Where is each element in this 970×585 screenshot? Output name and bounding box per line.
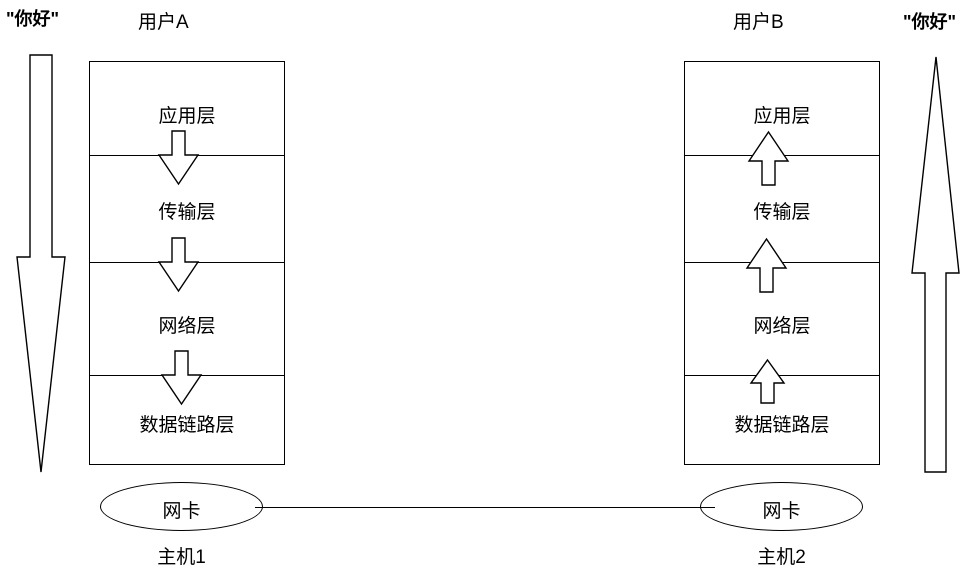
stack-right-layer-transport: 传输层 [753,202,811,223]
nic-label-right: 网卡 [762,501,801,522]
stack-left-layer-datalink: 数据链路层 [139,415,235,436]
nic-label-left: 网卡 [162,501,201,522]
user-b-label: 用户B [733,12,784,33]
message-down-arrow-left [16,54,66,473]
stack-left-layer-application: 应用层 [158,106,216,127]
protocol-stack-left [89,61,285,465]
stack-left-arrow-app-to-transport [157,130,200,186]
stack-left-arrow-transport-to-network [157,237,200,293]
stack-left-arrow-network-to-datalink [160,350,203,406]
stack-right-divider-3 [684,375,880,376]
stack-right-arrow-network-to-transport [745,237,788,293]
protocol-stack-right [684,61,880,465]
host-2-label: 主机2 [757,547,806,568]
user-a-label: 用户A [138,12,189,33]
host-1-label: 主机1 [157,547,206,568]
network-link-line [255,507,715,508]
message-label-left: "你好" [6,9,60,29]
stack-left-layer-transport: 传输层 [158,202,216,223]
nic-ellipse-right [700,482,863,531]
stack-right-arrow-datalink-to-network [749,358,786,404]
stack-left-layer-network: 网络层 [158,316,216,337]
stack-right-layer-application: 应用层 [753,106,811,127]
stack-right-arrow-transport-to-app [747,130,790,186]
message-label-right: "你好" [903,12,957,32]
nic-ellipse-left [100,482,263,531]
stack-right-layer-network: 网络层 [753,316,811,337]
message-up-arrow-right [911,56,960,473]
stack-right-layer-datalink: 数据链路层 [734,415,830,436]
